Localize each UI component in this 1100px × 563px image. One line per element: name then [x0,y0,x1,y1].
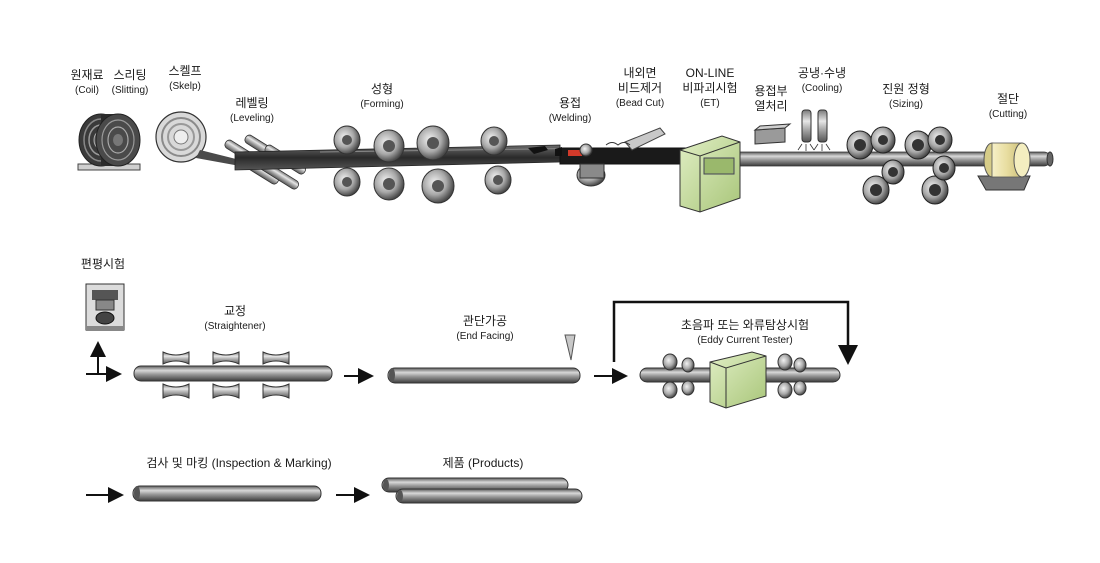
sizing-rolls [846,126,956,205]
label-slitting: 스리팅 (Slitting) [111,68,149,96]
coil-unit [77,113,141,171]
label-eddy-current: 초음파 또는 와류탐상시험 (Eddy Current Tester) [680,318,810,346]
sizing-roll-stand-1 [846,126,905,205]
forming-roll-pair-1 [333,125,361,197]
label-heat-treatment: 용접부 열처리 [754,84,788,113]
label-cutting: 절단 (Cutting) [988,92,1028,120]
heat-treatment [753,123,792,145]
forming-roll-pair-4 [480,126,512,195]
et-tester [679,135,741,213]
label-coil: 원재료 (Coil) [70,68,104,96]
end-facing-unit [387,334,581,384]
label-end-facing: 관단가공 (End Facing) [456,314,514,342]
sizing-roll-stand-2 [904,126,956,205]
label-products: 제품 (Products) [442,456,524,470]
flattening-tester [85,283,125,331]
forming-rolls [333,125,512,204]
label-cooling: 공냉·수냉 (Cooling) [797,66,847,94]
label-straightener: 교정 (Straightener) [204,304,266,332]
label-flattening: 편평시험 [80,257,126,271]
product-pipes [381,477,583,504]
label-forming: 성형 (Forming) [360,82,404,110]
straightener-top-rolls [162,351,290,365]
straightener-unit [133,351,333,399]
label-inspection: 검사 및 마킹 (Inspection & Marking) [146,456,332,470]
label-skelp: 스켈프 (Skelp) [168,64,202,92]
straightener-bottom-rolls [162,383,290,399]
label-bead-cut: 내외면 비드제거 (Bead Cut) [615,66,665,109]
inspection-pipe [132,485,322,502]
cutter-unit [977,142,1031,191]
forming-roll-pair-2 [373,129,405,201]
forming-roll-pair-3 [416,125,455,204]
eddy-return-arrow [612,300,858,365]
bead-cut-tool [605,127,666,151]
skelp-coil [155,111,240,166]
eddy-current-tester [639,351,841,409]
label-sizing: 진원 정형 (Sizing) [882,82,930,110]
label-leveling: 레벨링 (Leveling) [230,96,274,124]
welding-unit [528,143,606,187]
label-welding: 용접 (Welding) [548,96,592,124]
label-et: ON-LINE 비파괴시험 (ET) [682,66,738,109]
cooling-nozzles [797,109,831,151]
